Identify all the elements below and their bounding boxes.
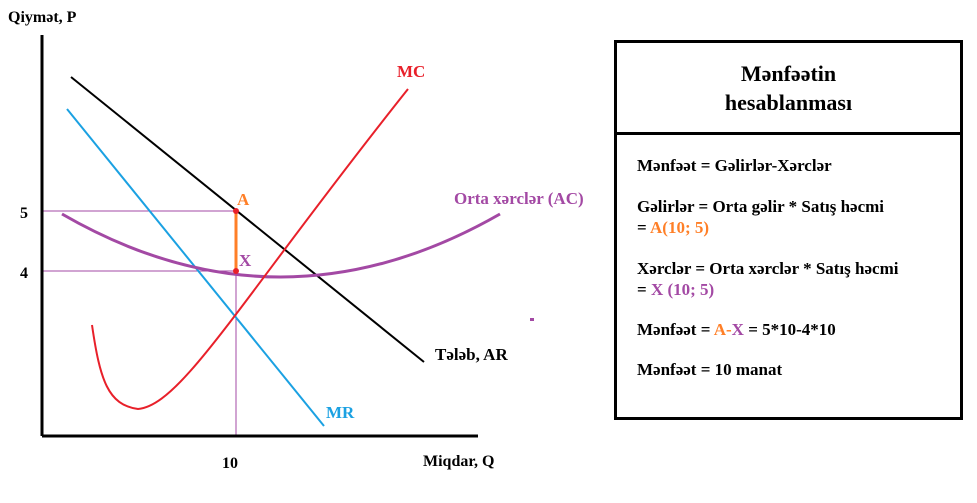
- panel-header: Mənfəətin hesablanması: [617, 43, 960, 135]
- panel-body: Mənfəət = Gəlirlər-Xərclər Gəlirlər = Or…: [617, 135, 960, 380]
- mc-label: MC: [397, 62, 425, 81]
- ac-curve: [61, 212, 501, 279]
- point-a-label: A: [237, 190, 250, 209]
- x-tick-10: 10: [222, 455, 238, 472]
- ac-label: Orta xərclər (AC): [454, 189, 584, 208]
- revenue-point-ref: A(10; 5): [650, 218, 710, 237]
- cost-value: = X (10; 5): [637, 279, 952, 300]
- point-a: [233, 208, 239, 214]
- profit-calculation: Mənfəət = A-X = 5*10-4*10: [637, 319, 952, 340]
- revenue-value: = A(10; 5): [637, 217, 952, 238]
- y-axis-label: Qiymət, P: [8, 9, 77, 26]
- panel-title: Mənfəətin hesablanması: [724, 60, 853, 115]
- revenue-equals: =: [637, 218, 650, 237]
- profit-calc-prefix: Mənfəət =: [637, 320, 714, 339]
- profit-result: Mənfəət = 10 manat: [637, 360, 783, 379]
- revenue-formula: Gəlirlər = Orta gəlir * Satış həcmi = A(…: [637, 196, 952, 238]
- mr-label: MR: [326, 403, 355, 422]
- stray-dot: [530, 318, 534, 321]
- revenue-definition: Gəlirlər = Orta gəlir * Satış həcmi: [637, 197, 884, 216]
- cost-formula: Xərclər = Orta xərclər * Satış həcmi = X…: [637, 258, 952, 300]
- profit-calc-dash: -: [726, 320, 732, 339]
- y-tick-4: 4: [20, 265, 28, 282]
- profit-calculation-panel: Mənfəətin hesablanması Mənfəət = Gəlirlə…: [614, 40, 963, 420]
- cost-equals: =: [637, 280, 651, 299]
- cost-point-ref: X (10; 5): [650, 280, 715, 299]
- x-axis-label: Miqdar, Q: [423, 453, 494, 470]
- point-x-label: X: [239, 251, 252, 270]
- profit-formula: Mənfəət = Gəlirlər-Xərclər: [637, 156, 832, 175]
- profit-calc-rest: = 5*10-4*10: [743, 320, 836, 339]
- y-tick-5: 5: [20, 205, 28, 222]
- demand-label: Tələb, AR: [435, 345, 508, 364]
- demand-ar-line: [70, 76, 425, 363]
- cost-definition: Xərclər = Orta xərclər * Satış həcmi: [637, 259, 899, 278]
- point-x: [233, 268, 239, 274]
- profit-calc-x: X: [731, 320, 744, 339]
- profit-calc-a: A: [713, 320, 726, 339]
- mc-curve: [91, 88, 409, 411]
